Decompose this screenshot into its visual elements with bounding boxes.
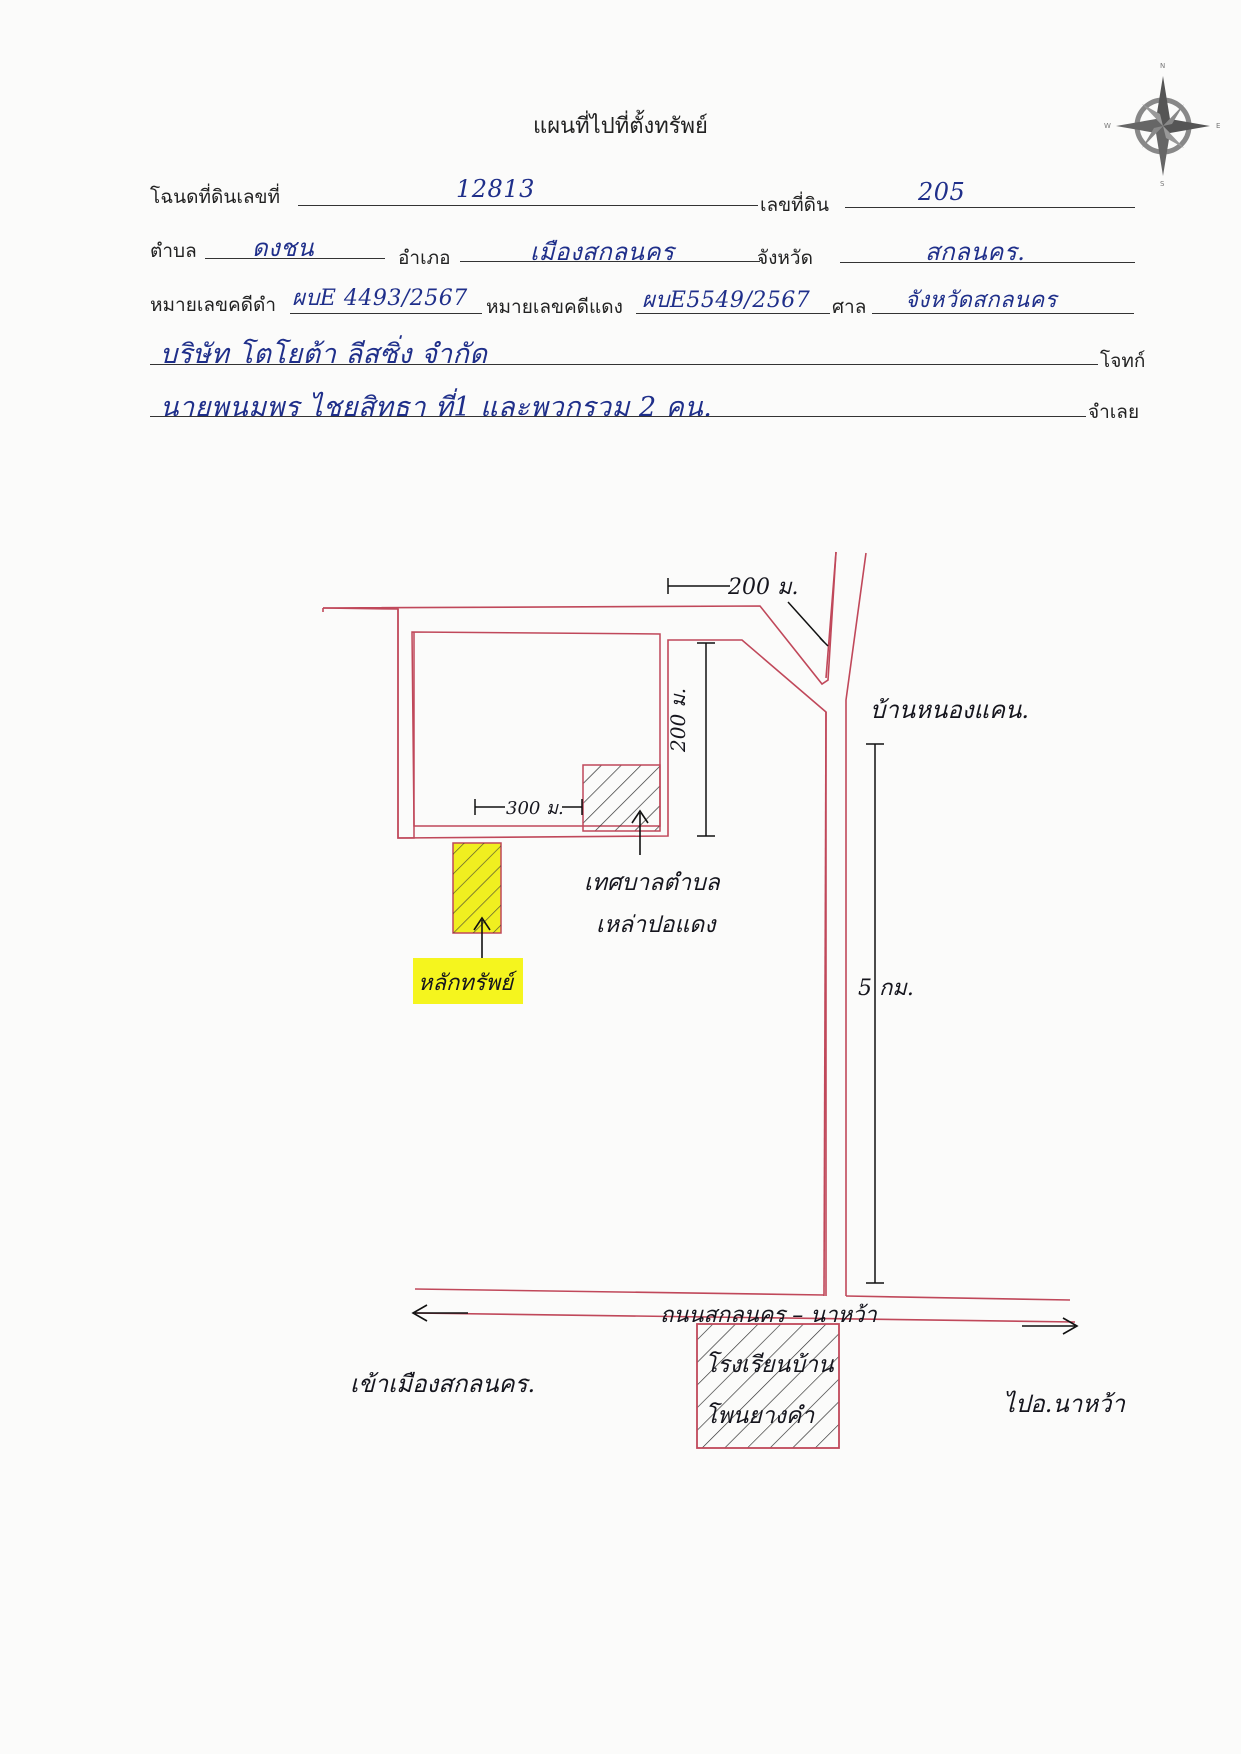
tambon-line — [205, 258, 385, 259]
arrow-up-icon — [631, 809, 649, 855]
province-value: สกลนคร. — [925, 238, 1026, 266]
municipality-label-2: เหล่าปอแดง — [596, 912, 717, 938]
plaintiff-label: โจทก์ — [1100, 350, 1146, 372]
tambon-value: ดงชน — [252, 234, 314, 262]
amphoe-line — [460, 261, 760, 262]
defendant-value: นายพนมพร ไชยสิทธา ที่1 และพวกรวม 2 คน. — [160, 392, 713, 423]
dim-long-label: 5 กม. — [858, 976, 914, 1001]
main-road-label: ถนนสกลนคร – นาหว้า — [660, 1303, 877, 1328]
municipality-label-1: เทศบาลตำบล — [584, 870, 721, 896]
province-label: จังหวัด — [757, 247, 813, 269]
school-building — [696, 1323, 840, 1449]
defendant-label: จำเลย — [1088, 401, 1140, 423]
page-title: แผนที่ไปที่ตั้งทรัพย์ — [533, 114, 708, 139]
road-vertical-left-edge — [823, 711, 827, 1297]
deed-label: โฉนดที่ดินเลขที่ — [150, 186, 280, 208]
dim-inner-label: 300 ม. — [506, 798, 564, 819]
to-district-label: ไปอ.นาหว้า — [1003, 1390, 1127, 1418]
black-case-line — [290, 313, 482, 314]
court-value: จังหวัดสกลนคร — [905, 288, 1058, 313]
road-top — [322, 551, 837, 686]
red-case-label: หมายเลขคดีแดง — [486, 296, 623, 318]
dim-top-label: 200 ม. — [727, 575, 798, 600]
plaintiff-line — [150, 364, 1098, 365]
road-main-top-edge — [414, 1288, 1071, 1301]
school-label-2: โพนยางคำ — [705, 1402, 815, 1429]
property-label: หลักทรัพย์ — [418, 970, 518, 996]
road-vertical-top-left — [825, 551, 837, 679]
land-no-value: 205 — [918, 178, 966, 206]
compass-rose-icon: N S W E — [1104, 62, 1220, 188]
road-vertical-right-edge — [845, 552, 867, 1296]
land-no-line — [845, 207, 1135, 208]
amphoe-label: อำเภอ — [398, 247, 451, 269]
svg-text:E: E — [1216, 122, 1220, 130]
province-line — [840, 262, 1135, 263]
svg-text:W: W — [1104, 122, 1111, 130]
amphoe-value: เมืองสกลนคร — [530, 238, 675, 266]
arrow-up-icon — [473, 916, 491, 965]
deed-line — [298, 205, 758, 206]
property-label-highlight — [413, 958, 523, 1004]
svg-text:S: S — [1160, 180, 1165, 188]
road-block-left — [397, 609, 415, 839]
svg-text:N: N — [1160, 62, 1165, 70]
tambon-label: ตำบล — [150, 240, 197, 262]
black-case-label: หมายเลขคดีดำ — [150, 294, 277, 316]
deed-value: 12813 — [456, 175, 535, 203]
court-label: ศาล — [832, 296, 867, 318]
municipality-building — [582, 764, 661, 832]
arrow-right-icon — [1022, 1317, 1079, 1335]
to-city-label: เข้าเมืองสกลนคร. — [350, 1370, 535, 1398]
red-case-line — [636, 313, 830, 314]
dim-right-label: 200 ม. — [666, 688, 690, 753]
school-label-1: โรงเรียนบ้าน — [705, 1351, 835, 1378]
defendant-line — [150, 416, 1086, 417]
black-case-value: ผบE 4493/2567 — [292, 286, 468, 311]
land-no-label: เลขที่ดิน — [760, 194, 829, 216]
arrow-left-icon — [411, 1304, 468, 1322]
village-label: บ้านหนองแคน. — [870, 696, 1029, 724]
court-line — [872, 313, 1134, 314]
red-case-value: ผบE5549/2567 — [642, 288, 811, 313]
road-main-bottom-edge — [414, 1312, 1076, 1323]
